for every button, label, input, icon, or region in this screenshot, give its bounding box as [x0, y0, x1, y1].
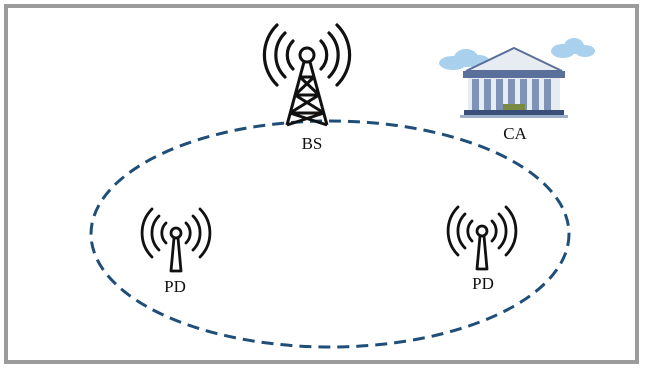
ca-label: CA	[503, 124, 527, 143]
bs-label: BS	[302, 134, 323, 153]
pd-left-antenna-icon	[140, 207, 212, 273]
cloud-icon	[439, 38, 595, 70]
pd-left-label: PD	[164, 277, 186, 296]
pd-right-label: PD	[472, 274, 494, 293]
diagram-frame: BS	[4, 4, 639, 364]
ca-building-icon	[439, 38, 595, 118]
pd-right-antenna-icon	[446, 205, 518, 271]
coverage-area-ellipse	[89, 119, 571, 349]
network-diagram: BS	[89, 23, 595, 349]
bs-tower-icon	[262, 23, 352, 127]
